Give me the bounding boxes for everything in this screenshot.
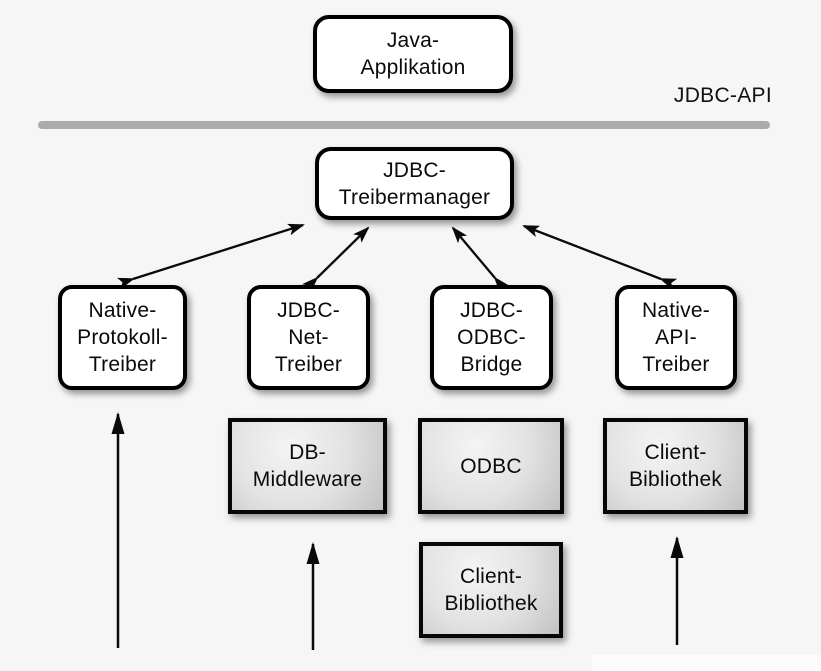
label-line: Native- [88, 299, 157, 322]
arrow-manager-jdbc-net [302, 226, 370, 293]
node-odbc: ODBC [418, 418, 564, 514]
label-line: JDBC- [460, 299, 523, 322]
label-line: Client- [459, 565, 523, 588]
jdbc-api-label: JDBC-API [673, 84, 772, 107]
label-line: ODBC [460, 454, 522, 478]
label-line: Treiber [88, 353, 157, 376]
arrow-manager-jdbc-odbc [451, 226, 510, 294]
node-jdbc-treibermanager: JDBC- Treibermanager [315, 147, 514, 220]
label-line: Treibermanager [338, 185, 491, 209]
node-native-protokoll-treiber: Native- Protokoll- Treiber [58, 285, 187, 390]
arrow-manager-native-api [522, 224, 678, 291]
label-line: API- [655, 326, 697, 349]
node-java-applikation-label: Java- Applikation [361, 27, 466, 81]
node-db-middleware: DB- Middleware [228, 418, 387, 514]
node-native-protokoll-treiber-label: Native- Protokoll- Treiber [77, 297, 168, 378]
label-line: Applikation [360, 56, 466, 79]
label-line: Bridge [460, 353, 523, 376]
node-jdbc-odbc-bridge: JDBC- ODBC- Bridge [430, 285, 553, 390]
label-line: Client- [644, 441, 707, 464]
label-line: Bibliothek [444, 592, 538, 615]
node-client-bibliothek-native-label: Client- Bibliothek [629, 439, 722, 493]
label-line: JDBC- [383, 158, 446, 182]
node-jdbc-net-treiber-label: JDBC- Net- Treiber [275, 297, 342, 378]
label-line: Middleware [252, 468, 363, 491]
bottom-right-artifact [592, 655, 821, 671]
node-java-applikation: Java- Applikation [313, 15, 513, 93]
label-line: Protokoll- [77, 326, 168, 349]
node-client-bibliothek-odbc-label: Client- Bibliothek [444, 563, 537, 617]
arrow-manager-native-protokoll [116, 223, 305, 290]
node-jdbc-odbc-bridge-label: JDBC- ODBC- Bridge [457, 297, 526, 378]
node-db-middleware-label: DB- Middleware [253, 439, 362, 493]
label-line: Treiber [274, 353, 343, 376]
node-jdbc-treibermanager-label: JDBC- Treibermanager [339, 157, 490, 211]
node-client-bibliothek-odbc: Client- Bibliothek [419, 542, 563, 638]
label-line: Native- [642, 299, 710, 322]
node-client-bibliothek-native: Client- Bibliothek [603, 418, 748, 514]
label-line: DB- [289, 441, 326, 464]
node-native-api-treiber-label: Native- API- Treiber [642, 297, 710, 378]
node-odbc-label: ODBC [460, 453, 521, 480]
label-line: Treiber [642, 353, 710, 376]
label-line: Java- [386, 29, 440, 52]
label-line: ODBC- [457, 326, 526, 349]
label-line: Net- [288, 326, 329, 349]
jdbc-api-separator-line [38, 121, 770, 129]
node-jdbc-net-treiber: JDBC- Net- Treiber [247, 285, 370, 390]
node-native-api-treiber: Native- API- Treiber [615, 285, 737, 390]
label-line: JDBC- [277, 299, 340, 322]
label-line: Bibliothek [628, 468, 723, 491]
